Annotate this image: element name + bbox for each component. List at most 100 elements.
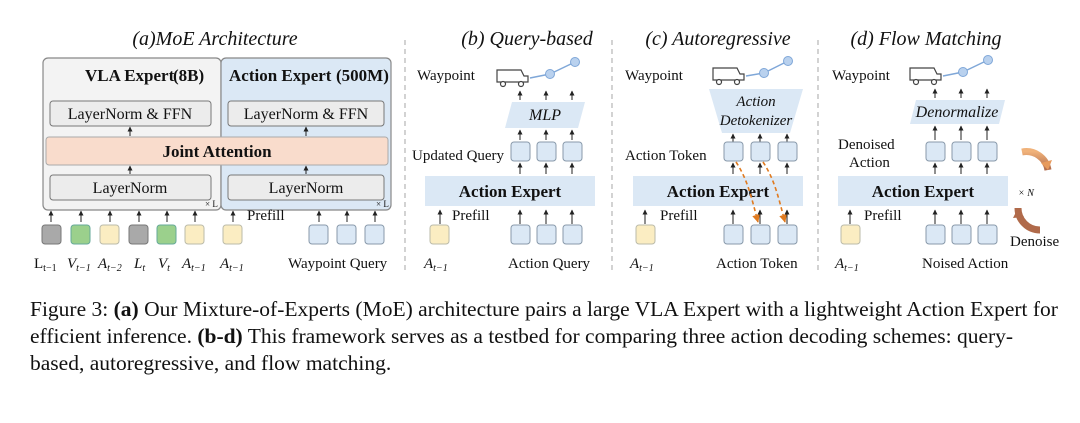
c-detok-line2: Detokenizer <box>719 113 793 129</box>
d-denoise-loop-icon <box>1013 148 1052 234</box>
panel-b-title: (b) Query-based <box>461 28 594 50</box>
token-waypoint-query-1 <box>308 224 329 245</box>
c-action-token-out-3 <box>777 141 798 162</box>
b-action-expert-label: Action Expert <box>459 182 562 201</box>
token-waypoint-query-3 <box>364 224 385 245</box>
caption-bd-text: This framework serves as a testbed for c… <box>30 324 1014 375</box>
b-action-query-3 <box>562 224 583 245</box>
d-times-n: × N <box>1018 188 1035 199</box>
c-action-token-in-1 <box>723 224 744 245</box>
d-noised-action-label: Noised Action <box>922 256 1009 272</box>
vla-layernorm <box>49 174 212 201</box>
figure-caption: Figure 3: (a) Our Mixture-of-Experts (Mo… <box>30 296 1060 377</box>
d-denoised-token-2 <box>951 141 972 162</box>
d-action-expert-label: Action Expert <box>872 182 975 201</box>
b-waypoint-label: Waypoint <box>417 68 476 84</box>
b-updated-query-1 <box>510 141 531 162</box>
action-layernorm <box>227 174 385 201</box>
token-v-prev <box>70 224 91 245</box>
d-waypoint-label: Waypoint <box>832 68 891 84</box>
joint-attention-bar <box>45 136 389 166</box>
token-a-prev <box>184 224 205 245</box>
token-l-t <box>128 224 149 245</box>
action-layernorm-label: LayerNorm <box>269 180 344 197</box>
waypoint-query-label: Waypoint Query <box>288 256 388 272</box>
d-noised-token-1 <box>925 224 946 245</box>
b-action-query-label: Action Query <box>508 256 591 272</box>
action-expert-label: Action Expert <box>229 66 332 85</box>
panel-c-title: (c) Autoregressive <box>645 28 790 50</box>
token-a-prefill <box>222 224 243 245</box>
caption-a-label: (a) <box>113 297 139 321</box>
moe-input-arrows <box>48 210 378 222</box>
d-car-icon <box>909 67 942 86</box>
vla-layernorm-label: LayerNorm <box>93 180 168 197</box>
token-waypoint-query-2 <box>336 224 357 245</box>
b-mlp-block <box>505 102 585 128</box>
b-prefill-token <box>429 224 450 245</box>
c-prefill-token <box>635 224 656 245</box>
c-action-expert-bar <box>633 176 803 206</box>
c-action-token-out-1 <box>723 141 744 162</box>
c-action-token-out-2 <box>750 141 771 162</box>
d-denoised-line2: Action <box>849 155 890 171</box>
panel-a-title: (a)MoE Architecture <box>132 28 297 50</box>
c-detokenizer-block <box>709 89 803 133</box>
b-updated-query-2 <box>536 141 557 162</box>
b-prefill-label: Prefill <box>452 208 490 224</box>
c-detok-line1: Action <box>735 94 775 110</box>
b-updated-query-label: Updated Query <box>412 148 505 164</box>
vla-layernorm-ffn-label: LayerNorm & FFN <box>68 106 193 123</box>
joint-attention-label: Joint Attention <box>162 142 272 161</box>
seq-label-3: Lt <box>133 256 145 274</box>
c-action-token-top-label: Action Token <box>625 148 707 164</box>
moe-a-prev-label: At−1 <box>219 256 244 274</box>
vla-times-l: × L <box>205 199 218 209</box>
vla-size-label: (8B) <box>173 66 204 85</box>
d-denoise-label: Denoise <box>1010 234 1059 250</box>
c-action-expert-label: Action Expert <box>667 182 770 201</box>
c-waypoint-trajectory <box>745 56 793 78</box>
c-prefill-label: Prefill <box>660 208 698 224</box>
c-a-prev-label: At−1 <box>629 256 654 274</box>
c-waypoint-label: Waypoint <box>625 68 684 84</box>
d-denoised-line1: Denoised <box>838 137 895 153</box>
panel-d-title: (d) Flow Matching <box>850 28 1001 50</box>
d-noised-token-2 <box>951 224 972 245</box>
seq-label-5: At−1 <box>181 256 206 274</box>
moe-prefill-label: Prefill <box>247 208 285 224</box>
b-action-query-1 <box>510 224 531 245</box>
b-mlp-label: MLP <box>528 107 561 124</box>
d-denormalize-label: Denormalize <box>915 104 999 121</box>
seq-label-4: Vt <box>158 256 170 274</box>
caption-prefix: Figure 3: <box>30 297 114 321</box>
caption-bd-label: (b-d) <box>197 324 243 348</box>
vla-layernorm-ffn <box>49 100 212 127</box>
d-noised-token-3 <box>977 224 998 245</box>
action-times-l: × L <box>376 199 389 209</box>
action-size-label: (500M) <box>336 66 389 85</box>
d-a-prev-label: At−1 <box>834 256 859 274</box>
seq-label-2: At−2 <box>97 256 122 274</box>
b-waypoint-trajectory <box>529 57 580 79</box>
d-denormalize-block <box>910 100 1005 124</box>
c-ar-arrow-2 <box>762 161 787 223</box>
c-ar-arrow-1 <box>735 161 760 223</box>
seq-label-1: Vt−1 <box>67 256 91 274</box>
action-layernorm-ffn <box>227 100 385 127</box>
seq-label-0: Lt−1 <box>34 256 57 274</box>
c-car-icon <box>712 67 745 86</box>
d-denoised-token-3 <box>977 141 998 162</box>
c-action-token-in-2 <box>750 224 771 245</box>
action-layernorm-ffn-label: LayerNorm & FFN <box>244 106 369 123</box>
d-denoised-token-1 <box>925 141 946 162</box>
figure-diagram: (a)MoE Architecture VLA Expert (8B) Acti… <box>34 28 1059 274</box>
b-a-prev-label: At−1 <box>423 256 448 274</box>
caption-a-text: Our Mixture-of-Experts (MoE) architectur… <box>30 297 1058 348</box>
b-action-expert-bar <box>425 176 595 206</box>
vla-expert-label: VLA Expert <box>85 66 175 85</box>
d-prefill-label: Prefill <box>864 208 902 224</box>
d-waypoint-trajectory <box>942 55 993 77</box>
d-prefill-token <box>840 224 861 245</box>
c-action-token-in-3 <box>777 224 798 245</box>
